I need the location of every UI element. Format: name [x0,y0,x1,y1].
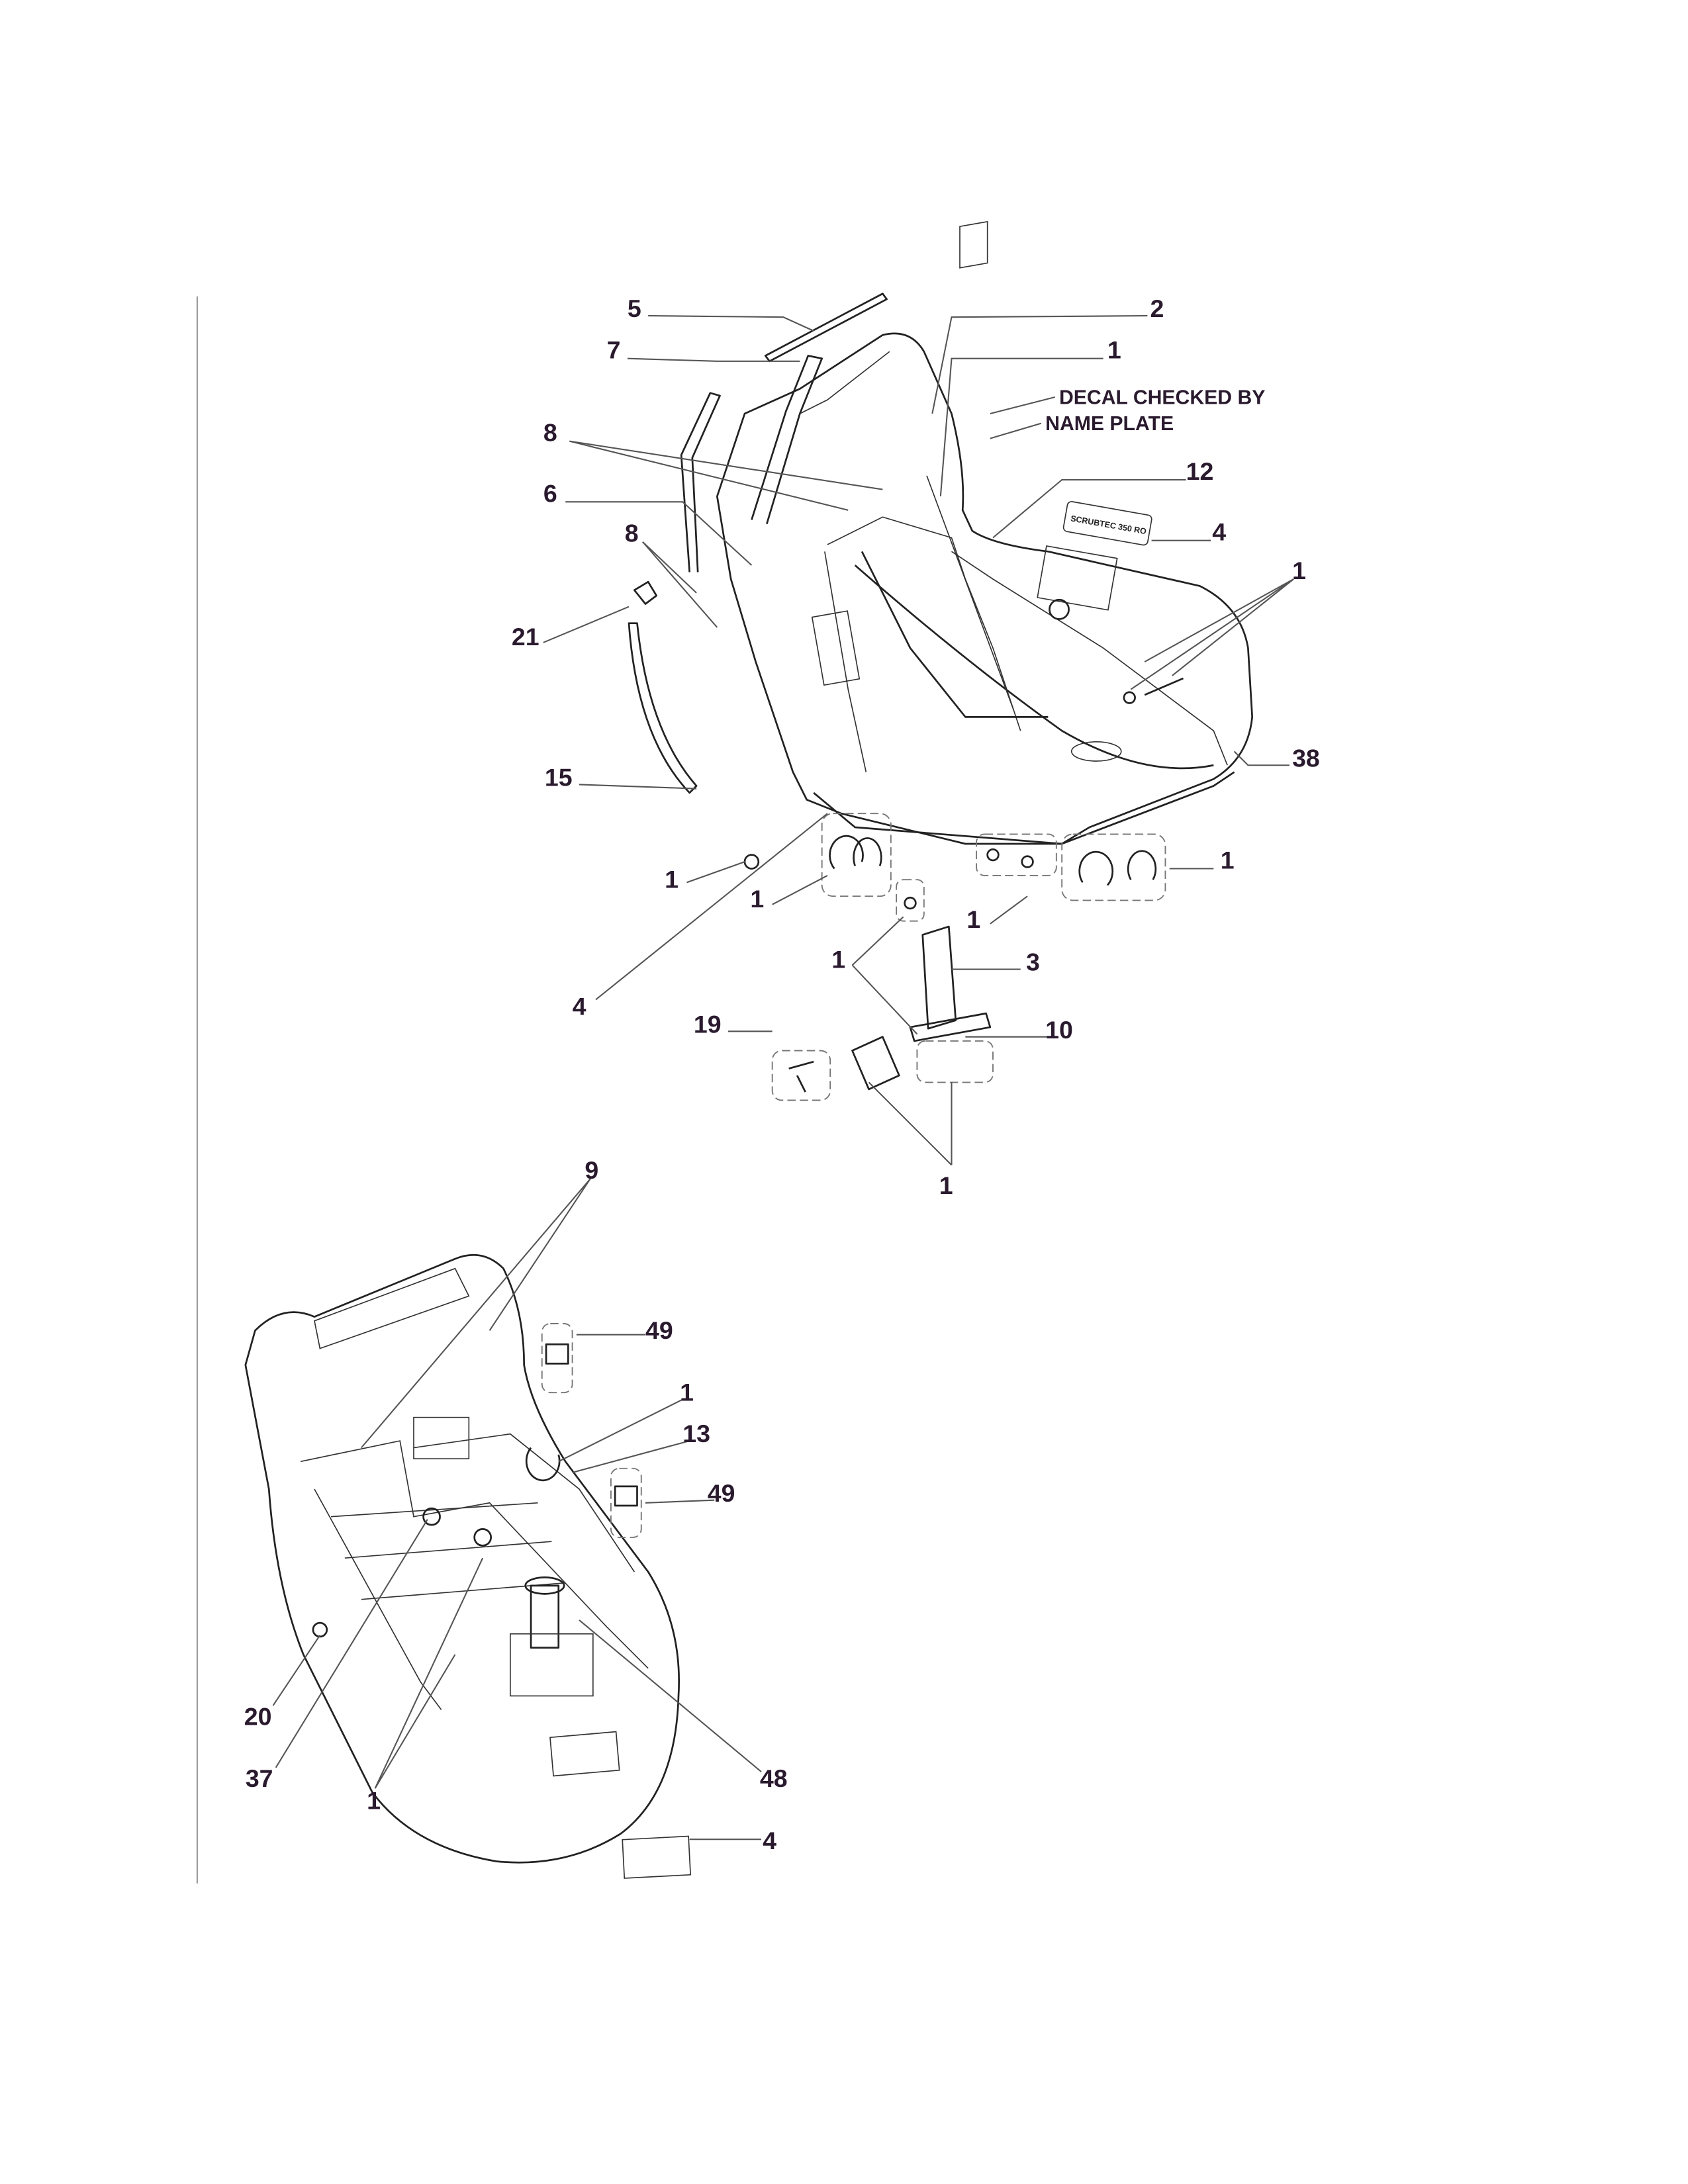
callout-15: 15 [545,764,573,792]
callout-19: 19 [694,1010,722,1038]
callout-49: 49 [645,1316,673,1344]
name-plate-decal [622,1835,692,1879]
callout-8: 8 [625,520,639,547]
callout-37: 37 [246,1764,273,1792]
callout-1: 1 [831,946,845,974]
callout-9: 9 [585,1156,598,1184]
lower-leader-lines [272,1178,762,1841]
callout-4: 4 [1212,518,1226,546]
upper-callouts: 5 7 2 1 DECAL CHECKED BY NAME PLATE 8 6 … [512,295,1320,1199]
callout-4: 4 [763,1827,776,1854]
callout-7: 7 [607,336,621,364]
note-name-plate: NAME PLATE [1045,413,1174,435]
callout-21: 21 [512,623,539,651]
callout-1: 1 [1292,557,1306,584]
callout-13: 13 [682,1420,710,1447]
callout-12: 12 [1186,457,1214,485]
callout-6: 6 [543,479,557,507]
callout-1: 1 [680,1379,694,1406]
callout-48: 48 [760,1764,788,1792]
callout-49: 49 [708,1479,735,1507]
callout-20: 20 [244,1702,272,1730]
callout-38: 38 [1292,744,1320,772]
model-decal [1062,501,1152,546]
upper-housing-assembly: SCRUBTEC 350 RO [628,220,1254,1101]
callout-1: 1 [367,1786,381,1814]
lower-callouts: 9 49 1 13 49 20 37 1 48 4 [244,1156,788,1854]
callout-5: 5 [628,295,641,322]
upper-leader-lines [543,315,1294,1166]
callout-1: 1 [939,1171,953,1199]
callout-10: 10 [1045,1016,1073,1044]
switch-panel [811,610,861,686]
callout-2: 2 [1150,295,1164,322]
callout-1: 1 [750,885,764,913]
callout-3: 3 [1026,948,1040,976]
callout-1: 1 [1221,846,1235,874]
decal-panel [959,220,988,269]
callout-4: 4 [573,992,586,1020]
callout-1: 1 [1107,336,1121,364]
lower-housing-assembly [244,1254,692,1879]
callout-1: 1 [665,866,679,893]
model-decal-text: SCRUBTEC 350 RO [1070,514,1147,536]
note-decal-checked-by: DECAL CHECKED BY [1059,387,1265,408]
callout-8: 8 [543,419,557,447]
callout-1: 1 [966,905,980,933]
